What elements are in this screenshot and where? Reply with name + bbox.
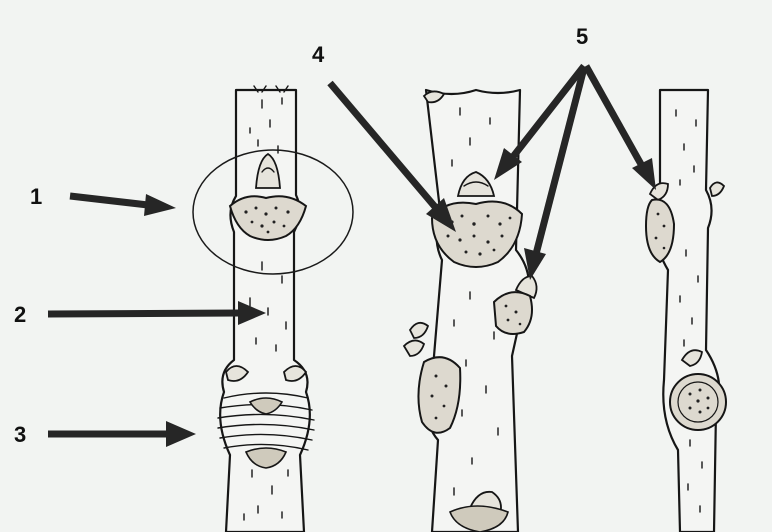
leaf-scar-left <box>228 152 308 241</box>
highlight-circle <box>192 149 354 275</box>
arrow-2 <box>47 301 266 325</box>
arrow-1 <box>69 192 176 216</box>
label-4: 4 <box>312 42 325 67</box>
arrow-3 <box>48 421 196 447</box>
lenticels-left <box>243 85 289 521</box>
arrows <box>47 63 656 447</box>
label-3: 3 <box>14 422 26 447</box>
twig-middle <box>402 88 538 532</box>
bud-scale-scars <box>217 392 315 469</box>
leaf-scar-large <box>430 200 524 268</box>
arrow-5c <box>582 64 656 190</box>
lenticels-middle <box>451 107 505 496</box>
twig-right <box>644 88 727 532</box>
arrow-4 <box>327 80 456 232</box>
twig-left <box>192 85 354 532</box>
arrow-5a <box>494 63 587 180</box>
label-2: 2 <box>14 302 26 327</box>
label-5: 5 <box>576 24 588 49</box>
lenticels-right <box>675 109 703 513</box>
label-1: 1 <box>30 184 42 209</box>
arrow-5b <box>524 67 588 280</box>
